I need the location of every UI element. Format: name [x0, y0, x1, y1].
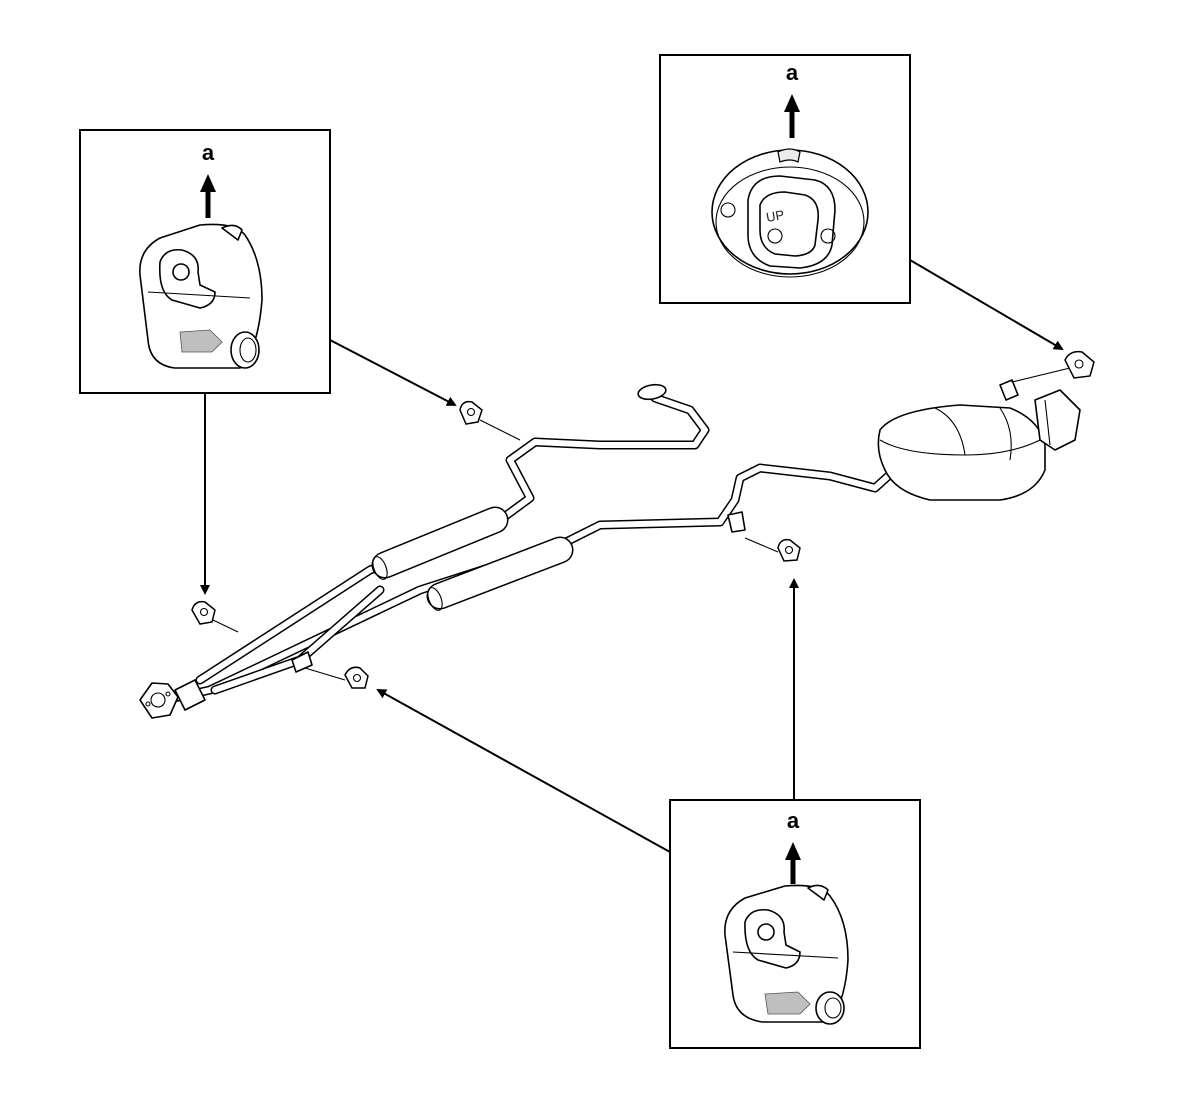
front-flange — [139, 679, 206, 719]
rear-muffler — [877, 367, 1081, 501]
center-resonator-lower — [426, 536, 574, 611]
direction-arrow-top-left — [200, 174, 216, 218]
rubber-hanger-front-left — [191, 600, 239, 633]
hanger-detail-top-right: UP — [711, 148, 869, 278]
callout-top-right: a UP — [659, 54, 911, 304]
hanger-detail-top-left — [139, 223, 263, 369]
leader-top-left-to-center-hanger — [329, 339, 457, 406]
center-resonator-upper — [371, 506, 509, 580]
rubber-hanger-front-right — [304, 666, 369, 689]
pipe-bracket-middle — [727, 511, 746, 533]
rubber-hanger-center-front — [459, 400, 521, 441]
callout-label-bottom-right: a — [787, 808, 800, 833]
front-inlet-pipe-end — [637, 383, 667, 401]
callout-bottom-right: a — [669, 799, 921, 1049]
leader-lines — [200, 259, 1064, 853]
direction-arrow-bottom-right — [785, 842, 801, 884]
hanger-detail-bottom-right — [724, 884, 849, 1025]
direction-arrow-top-right — [784, 94, 800, 138]
leader-top-right-to-rear-hanger — [909, 259, 1064, 351]
exhaust-assembly — [139, 350, 1095, 719]
callout-label-top-right: a — [786, 60, 799, 85]
callout-label-top-left: a — [202, 140, 215, 165]
up-marking: UP — [765, 207, 785, 225]
leader-bottom-right-to-front-hanger — [376, 689, 671, 853]
callout-top-left: a — [79, 129, 331, 394]
rubber-hanger-rear — [1064, 350, 1095, 379]
pipe-bracket-front — [291, 651, 313, 673]
rubber-hanger-center-rear — [744, 537, 801, 562]
